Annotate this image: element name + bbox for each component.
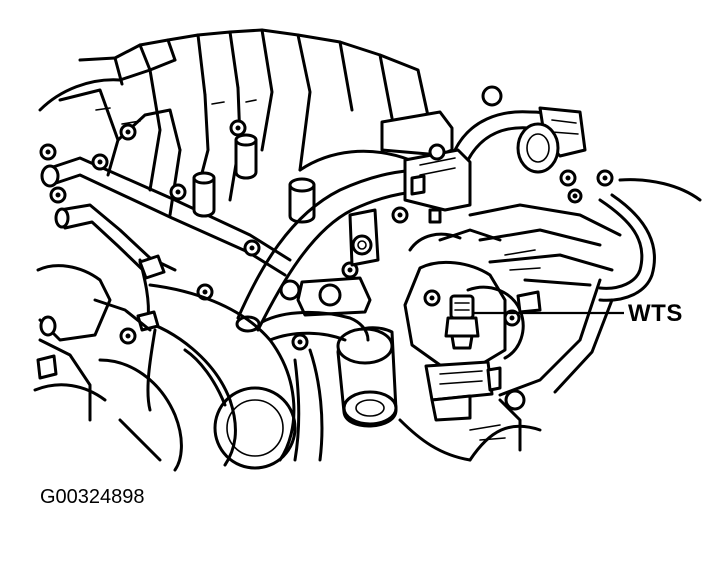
- left-fittings: [33, 315, 107, 402]
- wts-callout-label: WTS: [628, 300, 683, 327]
- water-temperature-sensor: [444, 294, 480, 350]
- coolant-pipes-right: [468, 178, 702, 397]
- engine-block-lower: [36, 254, 297, 472]
- connector-plug-upper: [516, 106, 587, 174]
- figure-id: G00324898: [40, 486, 145, 508]
- engine-lower-detail: [293, 228, 542, 462]
- bolt-heads: [39, 119, 614, 351]
- solenoid-block: [380, 110, 472, 224]
- center-fitting: [260, 208, 380, 342]
- coolant-outlet-pipe: [336, 326, 398, 428]
- connector-plug-lower: [424, 360, 502, 422]
- injector-tubes: [192, 133, 316, 224]
